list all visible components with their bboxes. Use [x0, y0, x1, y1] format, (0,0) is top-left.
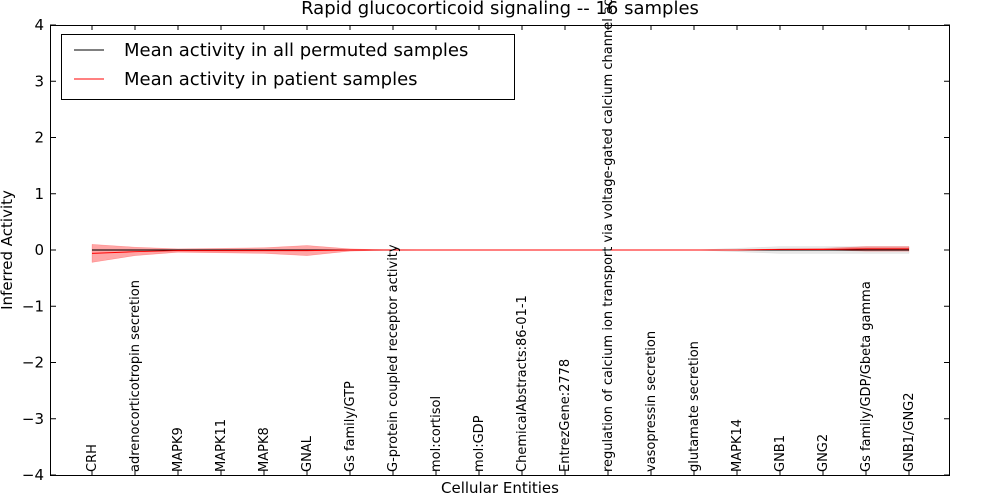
x-category-label: GNG2 [816, 434, 831, 472]
y-tick-label: 1 [34, 185, 44, 203]
y-tick-label: 4 [34, 16, 44, 34]
y-tick-label: −1 [22, 297, 44, 315]
x-category-label: GNB1 [773, 435, 788, 472]
series-line-patient [91, 248, 909, 254]
x-category-label: mol:cortisol [429, 396, 444, 472]
chart-title: Rapid glucocorticoid signaling -- 16 sam… [301, 0, 699, 19]
x-category-label: GNAL [300, 435, 315, 472]
x-category-label: Gs family/GTP [343, 381, 358, 472]
plot-area [91, 244, 910, 263]
legend-box [61, 34, 515, 100]
y-axis-title: Inferred Activity [0, 190, 16, 310]
x-category-label: vasopressin secretion [644, 331, 659, 472]
y-tick-label: −3 [22, 410, 44, 428]
y-tick-label: 0 [34, 241, 44, 259]
y-tick-label: 3 [34, 72, 44, 90]
x-category-label: MAPK9 [171, 427, 186, 472]
x-category-label: GNB1/GNG2 [902, 392, 917, 472]
x-axis-title: Cellular Entities [441, 479, 559, 497]
x-category-label: Gs family/GDP/Gbeta gamma [859, 281, 874, 472]
x-category-label: G-protein coupled receptor activity [386, 244, 401, 472]
y-tick-label: −2 [22, 354, 44, 372]
x-category-label: mol:GDP [472, 415, 487, 472]
legend-label-permuted: Mean activity in all permuted samples [124, 40, 468, 61]
y-axis: −4 −3 −2 −1 0 1 2 3 4 [22, 16, 950, 484]
legend-label-patient: Mean activity in patient samples [124, 69, 418, 90]
y-tick-label: −4 [22, 466, 44, 484]
x-category-label: EntrezGene:2778 [558, 359, 573, 472]
x-category-label: adrenocorticotropin secretion [128, 280, 143, 472]
x-category-label: MAPK8 [257, 427, 272, 472]
x-category-label: regulation of calcium ion transport via … [601, 0, 616, 472]
y-tick-label: 2 [34, 129, 44, 147]
x-category-label: CRH [85, 444, 100, 472]
x-category-label: MAPK14 [730, 419, 745, 472]
x-category-label: glutamate secretion [687, 341, 702, 472]
x-category-label: MAPK11 [214, 419, 229, 472]
legend: Mean activity in all permuted samples Me… [61, 34, 515, 100]
x-category-label: ChemicalAbstracts:86-01-1 [515, 295, 530, 472]
